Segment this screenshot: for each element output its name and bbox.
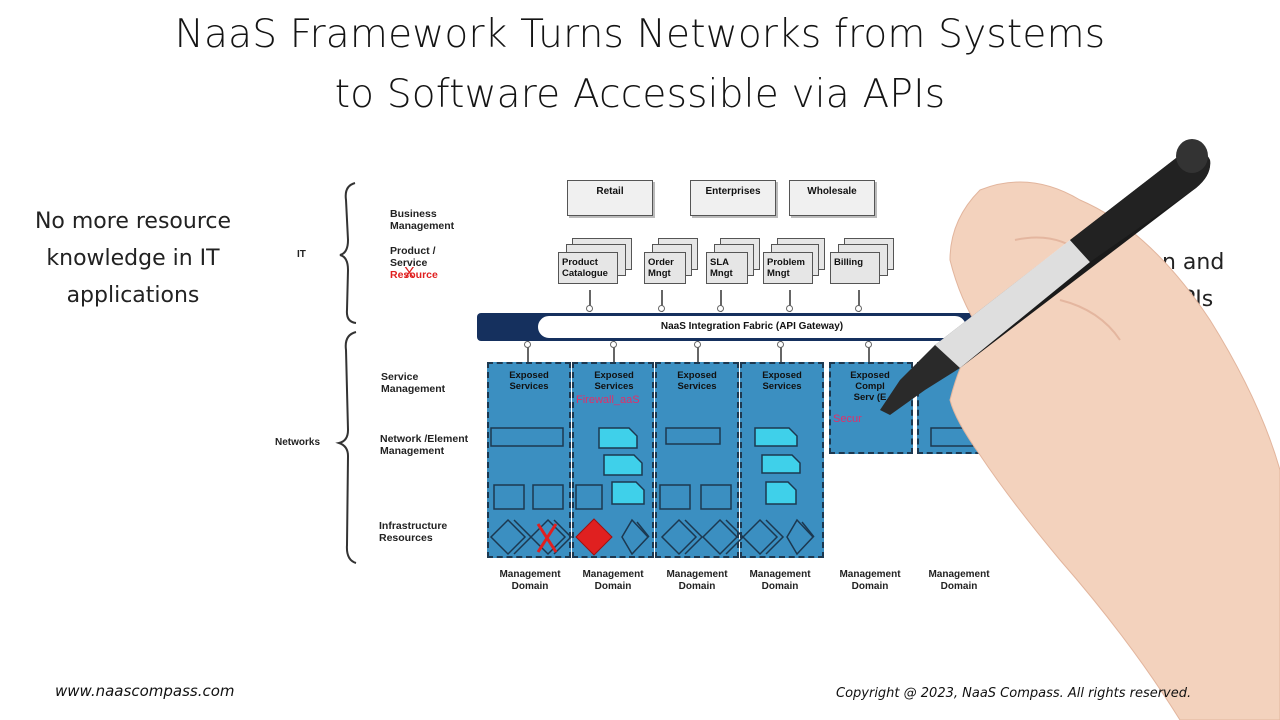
infra-box (493, 484, 525, 510)
layer-product-service: Product / Service (390, 245, 436, 269)
website-link[interactable]: www.naascompass.com (55, 682, 235, 700)
domain-caption: Management Domain (839, 569, 901, 592)
element-card (598, 427, 638, 449)
left-note-line: knowledge in IT (46, 246, 220, 271)
group-label-it: IT (297, 249, 306, 260)
infra-box (575, 484, 603, 510)
domain-caption: Management Domain (582, 569, 644, 592)
layer-network-element-management: Network /Element Management (380, 433, 469, 457)
element-card (611, 481, 645, 505)
infra-box (532, 484, 564, 510)
channel-retail: Retail (567, 180, 653, 216)
management-domain-3: Exposed Services (655, 362, 739, 558)
app-stack-product-catalogue: Product Catalogue (558, 238, 632, 284)
element-card (761, 454, 801, 474)
element-card (754, 427, 798, 447)
app-label: Problem Mngt (763, 252, 813, 284)
left-note-line: applications (66, 283, 200, 308)
red-x-icon: X (404, 265, 415, 282)
layer-infrastructure-resources: Infrastructure Resources (379, 520, 448, 544)
app-stack-billing: Billing (830, 238, 896, 284)
management-domain-1: Exposed Services (487, 362, 571, 558)
element-box (490, 427, 564, 447)
domain-caption: Management Domain (928, 569, 990, 592)
domain-header: Exposed Services (509, 370, 549, 392)
layer-resource: Resource (390, 269, 438, 281)
api-gateway-label: NaaS Integration Fabric (API Gateway) (537, 315, 967, 339)
channel-wholesale: Wholesale (789, 180, 875, 216)
app-label: Billing (830, 252, 880, 284)
group-label-networks: Networks (275, 437, 321, 448)
app-label: SLA Mngt (706, 252, 748, 284)
app-stack-sla-mngt: SLA Mngt (706, 238, 772, 284)
pen-hand-icon (880, 139, 1280, 720)
domain-header: Exposed Services (594, 370, 634, 392)
element-card (765, 481, 797, 505)
channel-enterprises: Enterprises (690, 180, 776, 216)
domain-header: Exposed Compl Serv (E (850, 370, 890, 403)
domain-header: Exposed Services (762, 370, 802, 392)
infra-box (700, 484, 732, 510)
title-line-1: NaaS Framework Turns Networks from Syste… (174, 12, 1106, 57)
element-box (665, 427, 721, 445)
firewall-service-label: Firewall_aaS (576, 394, 640, 406)
security-service-label: Secur (833, 413, 862, 425)
domain-caption: Management Domain (749, 569, 811, 592)
title-line-2: to Software Accessible via APIs (334, 72, 946, 117)
red-x-icon (536, 523, 558, 553)
app-stack-problem-mngt: Problem Mngt (763, 238, 829, 284)
copyright-text: Copyright @ 2023, NaaS Compass. All righ… (836, 686, 1192, 701)
domain-caption: Management Domain (666, 569, 728, 592)
app-stack-order-mngt: Order Mngt (644, 238, 710, 284)
layer-service-management: Service Management (381, 371, 446, 395)
left-note-line: No more resource (34, 209, 232, 234)
domain-header: Exposed Services (677, 370, 717, 392)
infra-box (659, 484, 691, 510)
layer-business-management: Business Management (390, 208, 455, 232)
element-card (603, 454, 643, 476)
domain-caption: Management Domain (499, 569, 561, 592)
app-label: Product Catalogue (558, 252, 618, 284)
app-label: Order Mngt (644, 252, 686, 284)
diamond-stack-icon (489, 518, 815, 556)
red-diamond-icon (575, 518, 613, 556)
left-note: No more resource knowledge in IT applica… (20, 203, 246, 314)
